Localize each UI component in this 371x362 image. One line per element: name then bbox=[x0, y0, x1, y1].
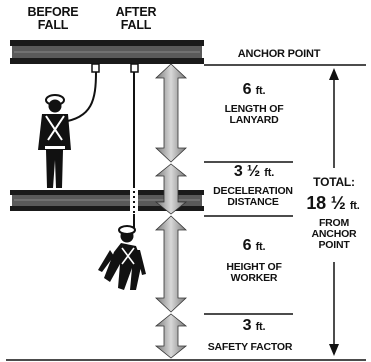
anchor-point-label: ANCHOR POINT bbox=[214, 49, 344, 61]
segment-lanyard-desc: LENGTH OF LANYARD bbox=[214, 104, 294, 126]
anchor-ring-before bbox=[92, 64, 99, 72]
segment-safety-desc: SAFETY FACTOR bbox=[200, 342, 300, 353]
anchor-ring-after bbox=[131, 64, 138, 72]
segment-safety-value: 3 bbox=[243, 317, 252, 334]
total-measure: 18 ½ ft. bbox=[296, 194, 370, 214]
segment-arrow-worker bbox=[156, 216, 186, 312]
total-value: 18 ½ bbox=[306, 193, 345, 213]
total-unit: ft. bbox=[350, 200, 360, 212]
segment-lanyard-measure: 6 ft. bbox=[214, 82, 294, 99]
segment-deceleration-measure: 3 ½ ft. bbox=[210, 164, 298, 181]
segment-safety-unit: ft. bbox=[256, 321, 266, 333]
worker-suspended-icon bbox=[98, 226, 146, 290]
segment-arrow-lanyard bbox=[156, 64, 186, 162]
worker-standing-icon bbox=[38, 95, 71, 188]
segment-worker-measure: 6 ft. bbox=[214, 238, 294, 255]
before-fall-label: BEFORE FALL bbox=[22, 6, 84, 32]
total-desc: FROM ANCHOR POINT bbox=[306, 218, 362, 251]
segment-arrow-safety bbox=[156, 314, 186, 358]
segment-worker-desc: HEIGHT OF WORKER bbox=[214, 262, 294, 284]
segment-safety-measure: 3 ft. bbox=[214, 318, 294, 335]
after-fall-label: AFTER FALL bbox=[108, 6, 164, 32]
total-label: TOTAL: bbox=[300, 176, 368, 189]
segment-deceleration-value: 3 ½ bbox=[234, 163, 260, 180]
segment-worker-value: 6 bbox=[243, 237, 252, 254]
segment-deceleration-unit: ft. bbox=[264, 167, 274, 179]
segment-lanyard-unit: ft. bbox=[256, 85, 266, 97]
anchor-beam bbox=[10, 40, 204, 64]
segment-deceleration-desc: DECELERATION DISTANCE bbox=[206, 186, 300, 208]
segment-worker-unit: ft. bbox=[256, 241, 266, 253]
segment-lanyard-value: 6 bbox=[243, 81, 252, 98]
